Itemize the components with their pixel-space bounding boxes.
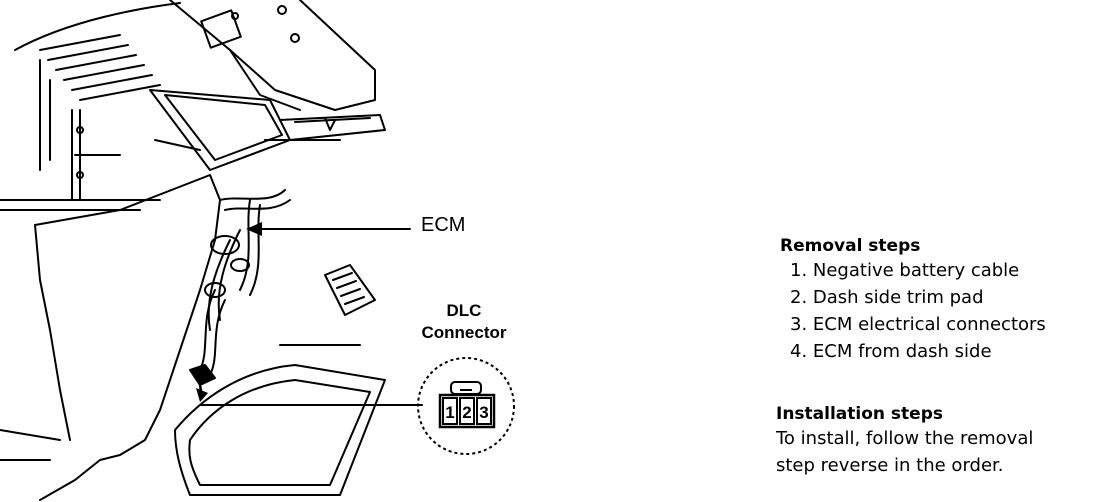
dashboard-illustration: 1 2 3 [0, 0, 515, 501]
installation-steps-section: Installation steps To install, follow th… [776, 403, 1033, 479]
removal-steps-list: 1. Negative battery cable 2. Dash side t… [780, 257, 1046, 365]
installation-text-line: step reverse in the order. [776, 455, 1004, 476]
removal-steps-section: Removal steps 1. Negative battery cable … [780, 235, 1046, 365]
removal-step: 1. Negative battery cable [790, 260, 1020, 281]
ecm-arrowhead [246, 222, 262, 236]
dlc-detail-circle [417, 357, 515, 455]
dlc-label-line2: Connector [421, 323, 507, 342]
ecm-label: ECM [421, 214, 466, 236]
installation-steps-heading: Installation steps [776, 404, 943, 424]
removal-step: 4. ECM from dash side [790, 341, 992, 362]
removal-steps-heading: Removal steps [780, 236, 921, 256]
accelerator-pedal [324, 264, 376, 316]
dlc-connector-body [438, 393, 496, 429]
dash-clip [200, 9, 242, 49]
dlc-connector-detail [417, 357, 515, 455]
dashboard-upper-edge [14, 2, 181, 51]
removal-step: 3. ECM electrical connectors [790, 314, 1046, 335]
dlc-arrowhead [196, 388, 208, 402]
dlc-plug [189, 364, 216, 386]
removal-step: 2. Dash side trim pad [790, 287, 984, 308]
dlc-latch [450, 381, 482, 395]
dlc-pin-1: 1 [445, 403, 454, 422]
ecm-harness [199, 189, 291, 376]
installation-text-line: To install, follow the removal [776, 428, 1034, 449]
dash-side-trim [34, 174, 221, 501]
dlc-pin-2: 2 [462, 403, 471, 422]
dlc-pin-3: 3 [479, 403, 488, 422]
dlc-label-line1: DLC [446, 301, 482, 320]
dash-vent [39, 34, 161, 101]
dlc-connector-label: DLC Connector [405, 300, 523, 344]
